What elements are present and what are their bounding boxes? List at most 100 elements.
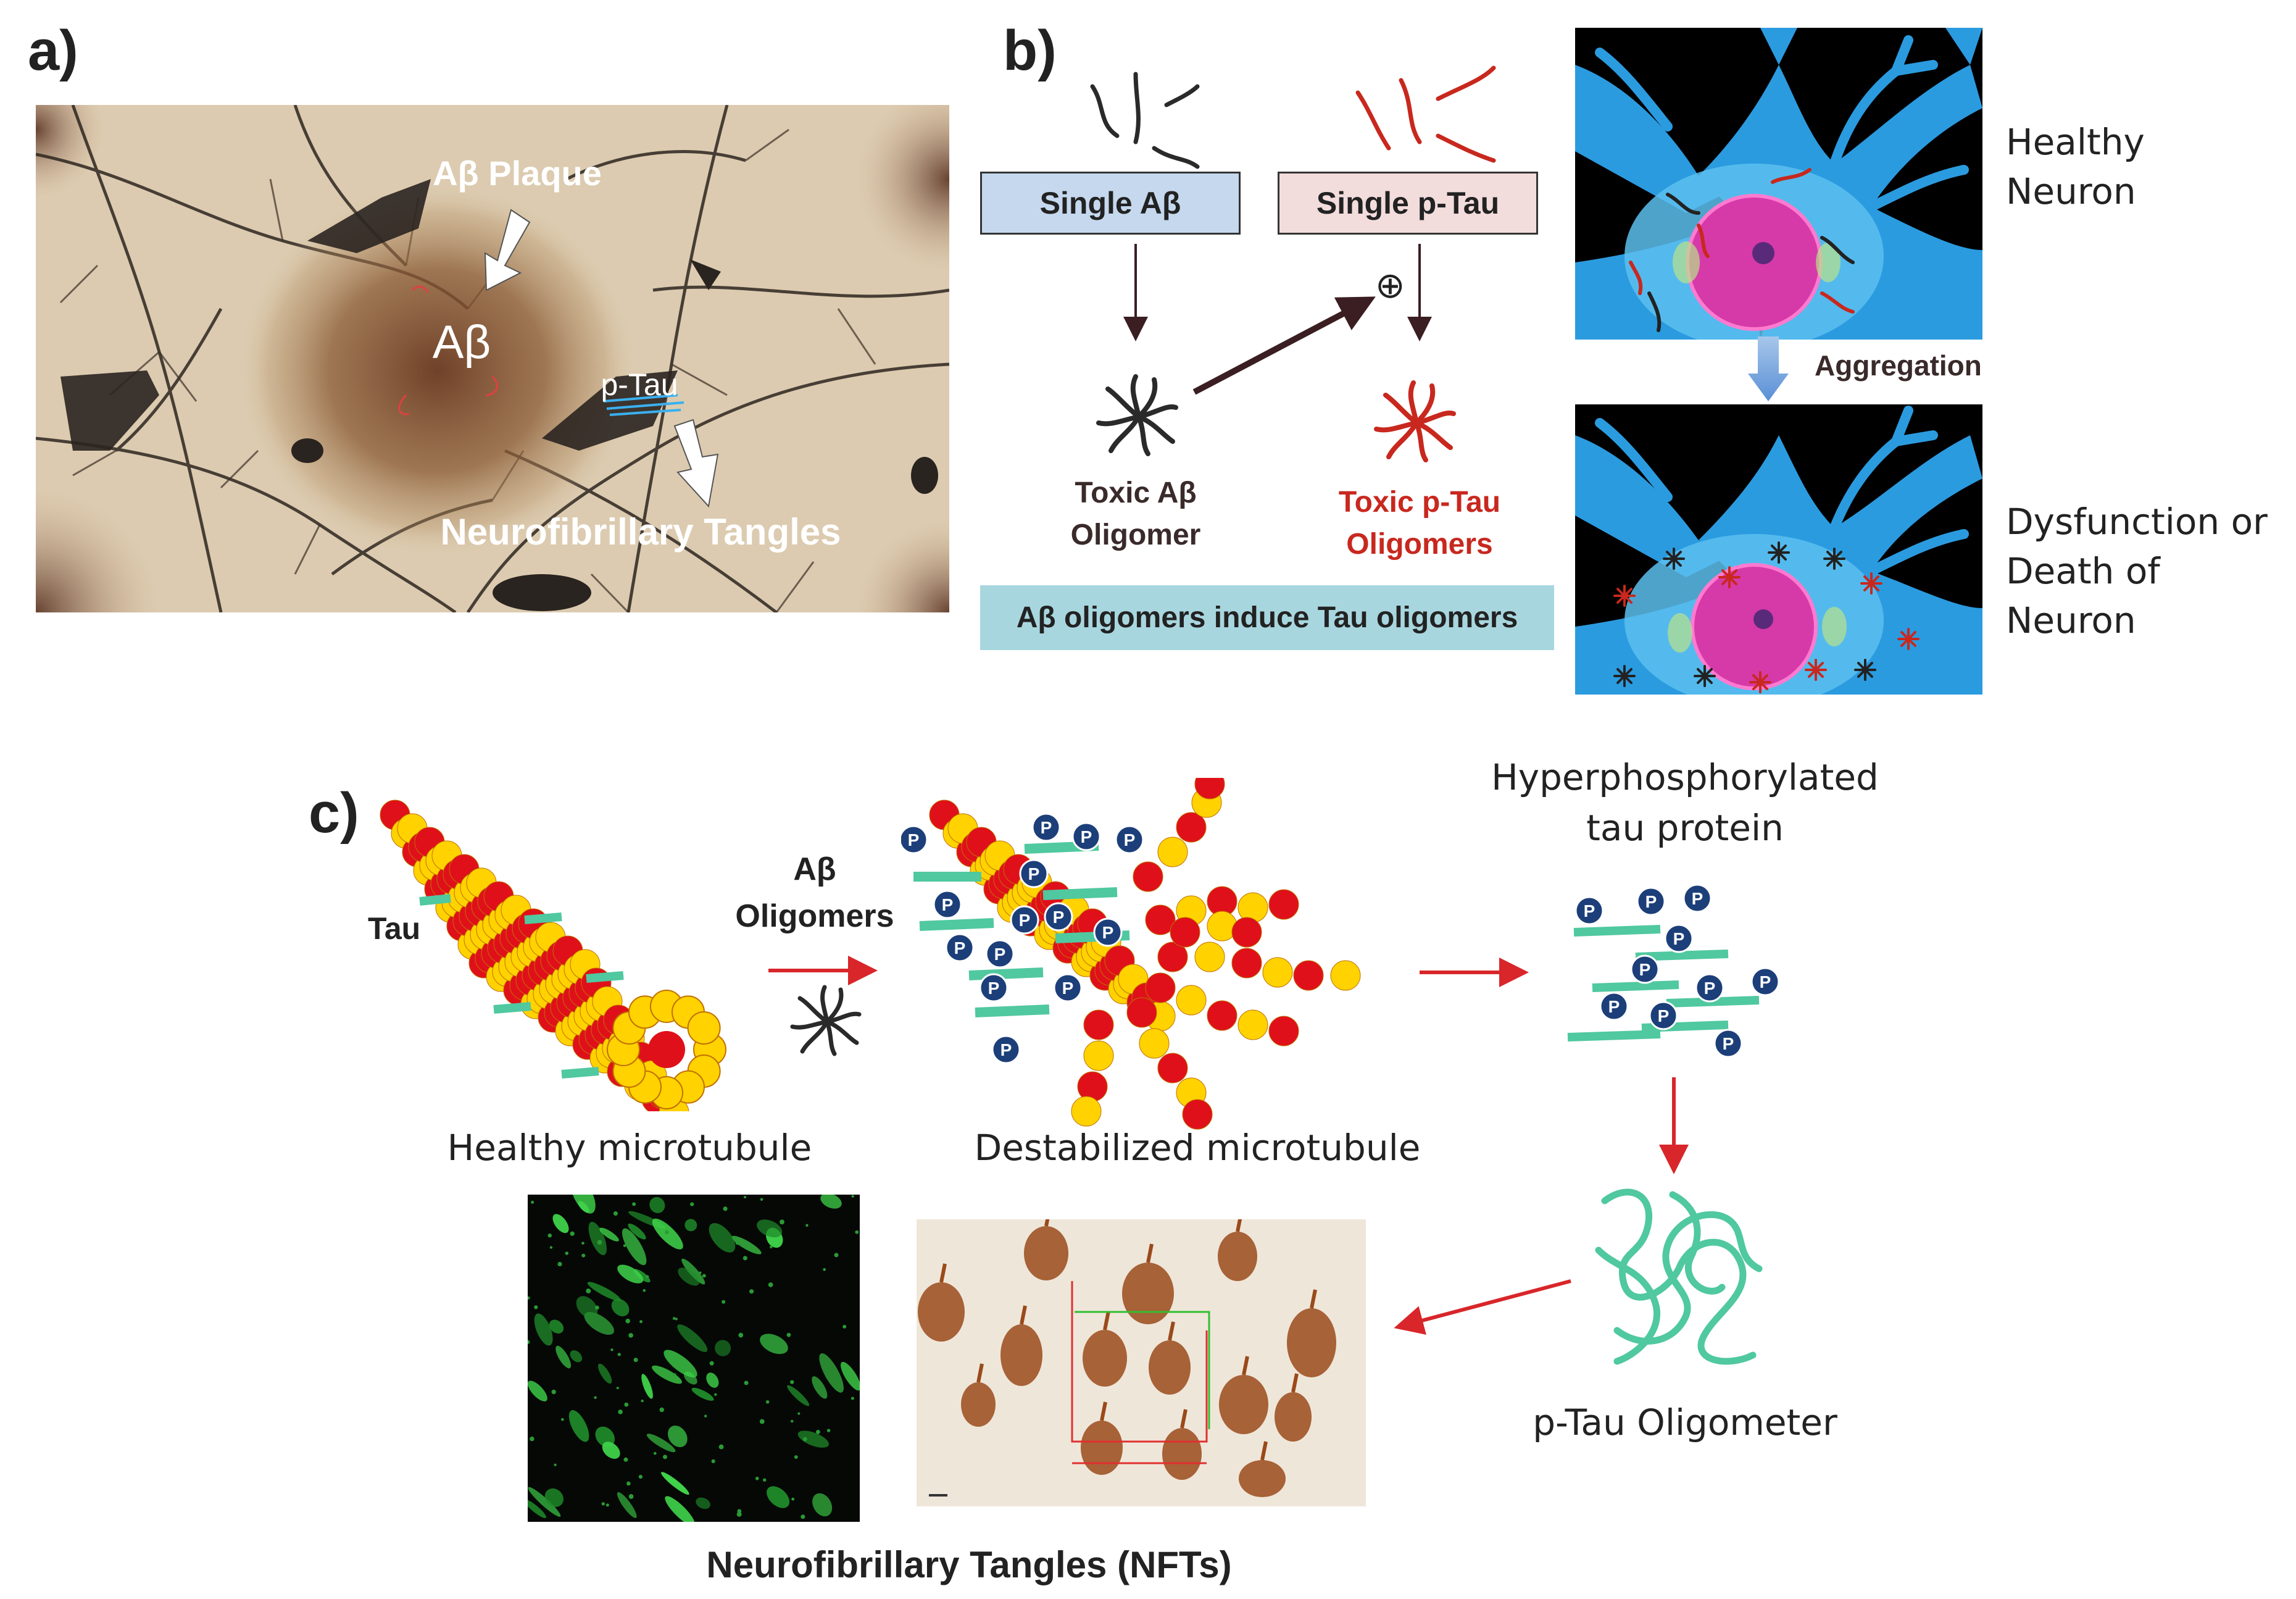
fluorescent-speck [699,1271,702,1274]
tubulin-bead [1176,812,1207,843]
fluorescent-tangle [757,1219,783,1238]
panel-a-micrograph: Aβ Plaque Aβ p-Tau Neurofibrillary Tangl… [36,105,949,612]
ptau-oligometer-tangle [1595,1188,1763,1365]
tau-strand [1573,925,1661,937]
fluorescent-speck [665,1230,669,1235]
tubulin-bead [1231,917,1262,948]
stained-neurite [1103,1311,1110,1330]
fluorescent-speck [842,1324,847,1329]
fluorescent-speck [815,1430,820,1434]
phosphate-marker: P [1636,887,1666,916]
panel-c-letter: c) [309,782,359,845]
fluorescent-speck [662,1455,668,1459]
fluorescent-speck [672,1317,676,1320]
fluorescent-tangle [681,1258,705,1285]
svg-text:P: P [1723,1034,1734,1053]
tubulin-bead [1126,997,1157,1028]
fluorescent-tangle [628,1223,646,1240]
stained-neuron [1122,1263,1174,1324]
fluorescent-tangle [641,1374,653,1399]
stained-neurite [1020,1305,1027,1325]
induce-box: Aβ oligomers induce Tau oligomers [980,585,1554,650]
c-ab-oligomer-icon [790,985,862,1056]
stained-neuron [1000,1324,1042,1386]
tubulin-bead [648,1031,685,1068]
fluorescent-tangle [534,1313,553,1346]
fluorescent-tangle [528,1499,546,1518]
fluorescent-tangle [588,1221,607,1256]
fluorescent-tangle [597,1363,612,1384]
tau-strand [561,1067,599,1079]
fluorescent-tangle [731,1235,762,1255]
phosphate-marker: P [1682,883,1712,913]
phosphate-marker: P [1630,954,1660,984]
phosphate-marker: P [1713,1029,1743,1058]
fluorescent-speck [711,1459,715,1464]
ptau-oligometer-label: p-Tau Oligometer [1533,1401,1837,1443]
svg-text:P: P [954,938,966,958]
fluorescent-tangle [571,1195,596,1214]
ab-label: Aβ [433,316,491,369]
dysfunction-line2: Death of Neuron [2006,550,2160,641]
hyper-tau-line1: Hyperphosphorylated [1491,756,1879,798]
tau-strand [919,918,994,931]
fluorescent-tangle [677,1324,708,1352]
panel-b-letter: b) [1003,19,1057,82]
aggregation-label: Aggregation [1815,349,1982,382]
tubulin-bead [1194,941,1225,972]
stained-neurite [1044,1219,1050,1227]
hyper-tau-line2: tau protein [1586,807,1784,849]
fluorescent-speck [794,1455,798,1459]
stained-neurite [1180,1409,1188,1429]
phosphate-marker: P [933,890,962,919]
phosphate-marker: P [1071,822,1101,851]
fluorescent-speck [851,1195,854,1198]
fluorescent-speck [531,1200,534,1204]
tubulin-bead [1237,1009,1268,1040]
toxic-ab-line1: Toxic Aβ [1075,477,1197,509]
fluorescent-speck [675,1317,678,1321]
phosphate-marker: P [1574,896,1604,925]
phosphate-marker: P [979,973,1009,1003]
plaque-label: Aβ Plaque [433,154,602,193]
fluorescent-tangle [706,1372,719,1388]
fluorescent-speck [851,1397,854,1400]
fluorescent-speck [581,1242,584,1245]
fluorescent-speck [597,1240,602,1245]
fluorescent-speck [549,1246,553,1249]
toxic-ptau-line1: Toxic p-Tau [1338,486,1501,519]
fluorescent-speck [780,1219,784,1225]
fluorescent-speck [551,1389,556,1395]
fluorescent-tangle [576,1296,598,1319]
single-ab-filaments [1090,72,1200,169]
phosphate-marker: P [1010,905,1039,935]
phosphate-marker: P [1019,859,1049,888]
fluorescent-tangle [661,1472,689,1495]
stained-neuron [1287,1308,1336,1377]
healthy-neuron-label: Healthy Neuron [2006,117,2145,216]
fluorescent-tangle [767,1486,790,1508]
dysfunction-label: Dysfunction or Death of Neuron [2006,497,2296,645]
tubulin-bead [1262,957,1293,988]
toxic-ptau-label: Toxic p-Tau Oligomers [1321,482,1518,566]
fluorescent-speck [738,1332,744,1338]
stained-neurite [1310,1289,1317,1309]
stained-neuron [961,1382,996,1427]
stained-neurite [1146,1243,1154,1263]
nft-stain-image [917,1219,1366,1506]
fluorescent-speck [755,1476,759,1480]
healthy-neuron-image [1575,28,1982,340]
tubulin-bead [1139,1028,1170,1059]
tubulin-bead [1176,985,1207,1016]
stained-neuron [1219,1375,1268,1434]
tau-strand [975,1004,1050,1017]
ab-oligomers-line1: Aβ [793,851,836,887]
svg-text:P: P [1053,908,1065,927]
phosphate-marker: P [1053,973,1083,1003]
stained-neurite [1168,1321,1175,1341]
tubulin-bead [1083,1009,1114,1040]
fluorescent-speck [616,1387,619,1390]
svg-text:P: P [1608,997,1620,1016]
fluorescent-tangle [599,1227,619,1242]
